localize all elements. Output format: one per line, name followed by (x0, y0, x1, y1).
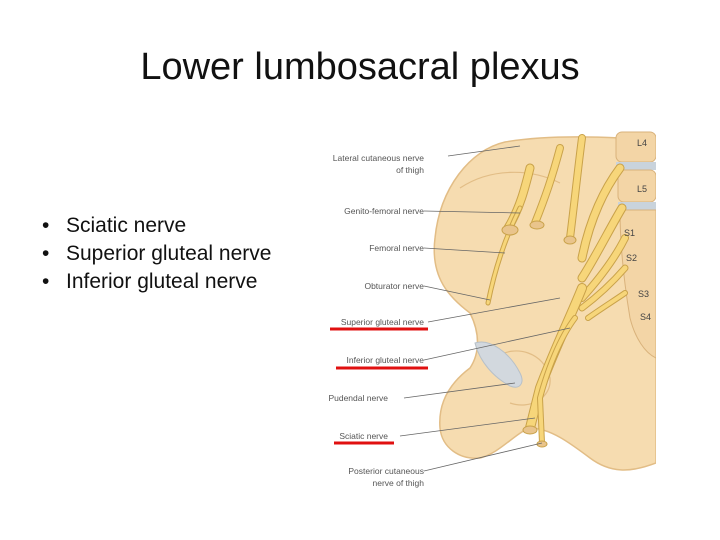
nerve-bundle (485, 134, 629, 446)
slide-title: Lower lumbosacral plexus (140, 46, 580, 88)
label-sciatic-nerve: Sciatic nerve (339, 431, 388, 441)
bullet-inferior-gluteal-nerve: Inferior gluteal nerve (42, 268, 271, 296)
label-pudendal-nerve: Pudendal nerve (328, 393, 388, 403)
sacrospinous-ligament (474, 341, 523, 388)
segment-label-s1: S1 (624, 228, 635, 238)
leader-lines (399, 145, 571, 472)
bullet-sciatic-nerve: Sciatic nerve (42, 212, 271, 240)
segment-label-l5: L5 (637, 184, 647, 194)
obturator-foramen-edge (494, 350, 551, 406)
label-inferior-gluteal-nerve: Inferior gluteal nerve (347, 355, 425, 365)
label-genito-femoral-nerve: Genito-femoral nerve (344, 206, 424, 216)
lumbosacral-plexus-illustration: Lateral cutaneous nerve of thigh Genito-… (320, 128, 656, 496)
label-superior-gluteal-nerve: Superior gluteal nerve (341, 317, 424, 327)
vertebra-l4 (615, 131, 656, 163)
label-femoral-nerve: Femoral nerve (369, 243, 424, 253)
label-posterior-cutaneous-nerve-line2: nerve of thigh (372, 478, 424, 488)
bullet-superior-gluteal-nerve: Superior gluteal nerve (42, 240, 271, 268)
segment-label-s4: S4 (640, 312, 651, 322)
label-obturator-nerve: Obturator nerve (364, 281, 424, 291)
nerve-stumps (501, 220, 577, 448)
label-lateral-cutaneous-nerve: Lateral cutaneous nerve (333, 153, 424, 163)
disc-l4 (616, 162, 656, 170)
disc-l5 (618, 202, 656, 210)
bullet-list: Sciatic nerve Superior gluteal nerve Inf… (42, 212, 271, 296)
segment-label-l4: L4 (637, 138, 647, 148)
plexus-svg: Lateral cutaneous nerve of thigh Genito-… (328, 131, 656, 488)
label-posterior-cutaneous-nerve: Posterior cutaneous (348, 466, 424, 476)
segment-label-s3: S3 (638, 289, 649, 299)
label-lateral-cutaneous-nerve-line2: of thigh (396, 165, 424, 175)
segment-label-s2: S2 (626, 253, 637, 263)
